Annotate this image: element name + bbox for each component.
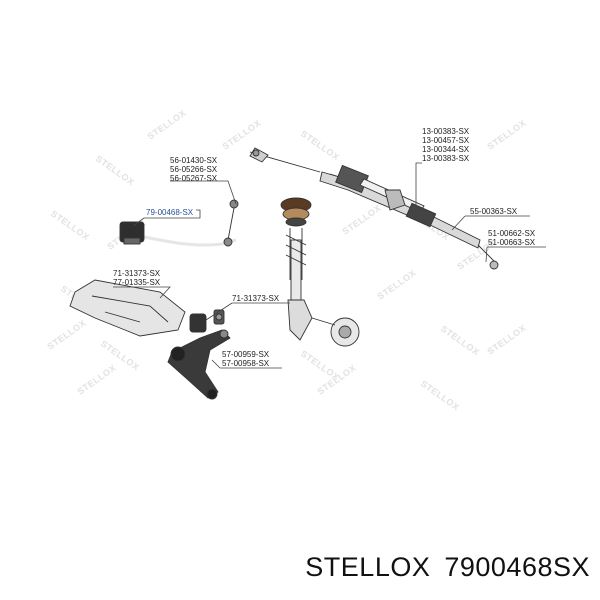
part-number-label: 13-00383-SX <box>422 154 470 163</box>
part-number-label: 13-00344-SX <box>422 145 470 154</box>
highlighted-part-label: 79-00468-SX <box>146 208 194 217</box>
subframe <box>69 279 186 337</box>
watermark: STELLOX <box>439 323 482 357</box>
part-number: 7900468SX <box>444 552 590 582</box>
watermark: STELLOX <box>94 153 137 187</box>
stabilizer-bar <box>119 221 237 247</box>
watermark: STELLOX <box>145 108 188 142</box>
watermark: STELLOX <box>45 318 88 352</box>
part-number-label: 57-00958-SX <box>222 359 270 368</box>
part-number-label: 13-00383-SX <box>422 127 470 136</box>
watermark: STELLOX <box>485 323 528 357</box>
parts-layer <box>69 147 499 400</box>
strut-assembly <box>280 197 360 347</box>
steering-rack <box>249 147 499 270</box>
part-number-label: 51-00663-SX <box>488 238 536 247</box>
part-number-label: 71-31373-SX <box>232 294 280 303</box>
watermark: STELLOX <box>419 378 462 412</box>
part-number-label: 56-05266-SX <box>170 165 218 174</box>
part-number-label: 56-01430-SX <box>170 156 218 165</box>
watermark: STELLOX <box>375 268 418 302</box>
part-number-label: 51-00662-SX <box>488 229 536 238</box>
part-number-label: 57-00959-SX <box>222 350 270 359</box>
lower-control-arm <box>167 329 231 400</box>
watermark: STELLOX <box>220 118 263 152</box>
part-number-label: 13-00457-SX <box>422 136 470 145</box>
stabilizer-link <box>223 199 239 247</box>
leader-lines <box>113 162 546 369</box>
part-number-label: 71-31373-SX <box>113 269 161 278</box>
watermark: STELLOX <box>49 208 92 242</box>
part-number-label: 56-05267-SX <box>170 174 218 183</box>
product-caption: STELLOX 7900468SX <box>0 552 590 583</box>
control-arm-bushing <box>189 309 225 333</box>
part-number-label: 55-00363-SX <box>470 207 518 216</box>
brand-name: STELLOX <box>305 552 431 582</box>
part-labels: 13-00383-SX 13-00457-SX 13-00344-SX 13-0… <box>113 127 536 368</box>
part-number-label: 77-01335-SX <box>113 278 161 287</box>
watermark: STELLOX <box>340 203 383 237</box>
watermark: STELLOX <box>485 118 528 152</box>
watermark: STELLOX <box>75 363 118 397</box>
watermark: STELLOX <box>299 128 342 162</box>
